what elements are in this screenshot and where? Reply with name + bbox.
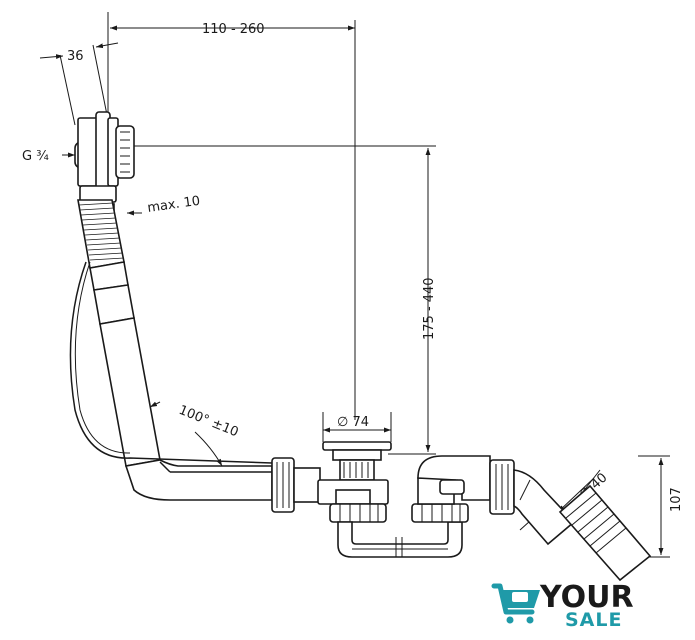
logo-word-sale: SALE [565, 609, 622, 631]
dim-36-label: 36 [67, 49, 84, 64]
your-sale-logo: YOUR SALE [491, 580, 634, 631]
dimension-lines [39, 12, 670, 558]
dim-vertical-range-label: 175 - 440 [422, 277, 437, 340]
overflow-assembly [62, 111, 135, 219]
logo-word-your: YOUR [539, 580, 634, 615]
dim-max-10-label: max. 10 [146, 194, 201, 216]
dim-height-107-label: 107 [669, 487, 684, 512]
bowden-cable [69, 261, 273, 464]
drain-trap-assembly [271, 441, 576, 558]
drain-pipe [89, 261, 273, 501]
dim-horizontal-range-label: 110 - 260 [202, 22, 265, 37]
outlet-pipe [558, 484, 652, 582]
dim-diameter-74-label: ∅ 74 [337, 415, 369, 430]
corrugated-hose [77, 199, 125, 269]
dim-thread-label: G ¾ [22, 149, 49, 164]
shopping-cart-icon [491, 583, 540, 624]
dim-angle-label: 100° ±10 [177, 403, 241, 440]
